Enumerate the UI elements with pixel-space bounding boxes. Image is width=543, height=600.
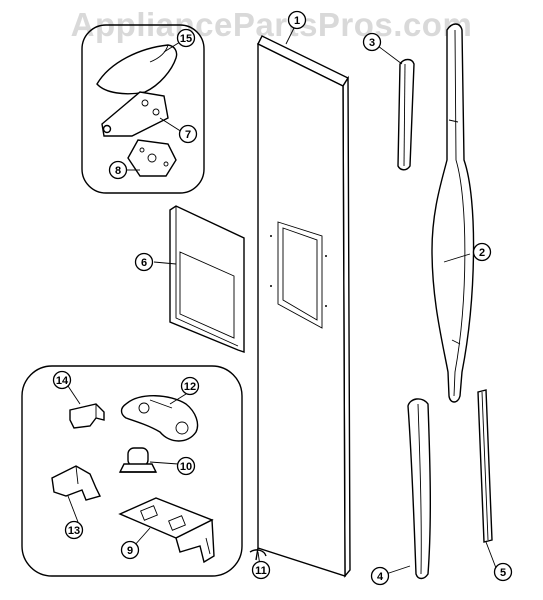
- callout-top-hinge-plate: 7: [178, 124, 198, 144]
- callout-circle: [493, 562, 513, 582]
- callout-circle: [120, 540, 140, 560]
- fresh-food-door-part: [257, 35, 351, 578]
- top-hinge-group: [81, 24, 205, 194]
- callout-handle-trim-top: 3: [362, 32, 382, 52]
- callout-number: 1: [294, 15, 300, 27]
- callout-circle: [176, 28, 196, 48]
- callout-bottom-hinge-bracket: 9: [120, 540, 140, 560]
- callout-number: 10: [180, 461, 192, 473]
- door-handle-part: [431, 23, 475, 403]
- callout-door-stop-pin: 11: [251, 560, 271, 580]
- callout-hinge-cover: 15: [176, 28, 196, 48]
- callout-number: 13: [68, 525, 80, 537]
- callout-door-stop-bracket: 13: [64, 520, 84, 540]
- dispenser-cover-frame-part: [169, 205, 245, 353]
- callout-number: 2: [479, 247, 485, 259]
- callout-circle: [180, 376, 200, 396]
- callout-circle: [134, 252, 154, 272]
- callout-dispenser-cover-frame: 6: [134, 252, 154, 272]
- callout-number: 8: [115, 165, 121, 177]
- handle-trim-bottom-part: [407, 398, 432, 580]
- callout-number: 5: [500, 567, 506, 579]
- callout-circle: [287, 10, 307, 30]
- callout-number: 3: [369, 37, 375, 49]
- callout-circle: [108, 160, 128, 180]
- hinge-pin-part: [118, 447, 158, 473]
- callout-hinge-shim: 8: [108, 160, 128, 180]
- leader-lines: [67, 25, 497, 575]
- callout-circle: [64, 520, 84, 540]
- callout-circle: [362, 32, 382, 52]
- callout-circle: [251, 560, 271, 580]
- handle-trim-top-part: [397, 58, 415, 171]
- callout-number: 14: [56, 375, 69, 387]
- callout-number: 12: [184, 381, 196, 393]
- callout-door-closer-cam: 12: [180, 376, 200, 396]
- callout-door-gasket-strip: 5: [493, 562, 513, 582]
- callout-circle: [52, 370, 72, 390]
- bottom-hinge-bracket-part: [118, 497, 215, 564]
- stop-clip-part: [69, 403, 105, 429]
- hinge-cover-part: [96, 44, 178, 95]
- door-closer-cam-part: [120, 395, 199, 442]
- bottom-hinge-group: [21, 365, 243, 577]
- callout-handle-trim-bottom: 4: [370, 566, 390, 586]
- callout-number: 4: [377, 571, 384, 583]
- door-gasket-strip-part: [477, 389, 493, 543]
- callout-number: 11: [255, 565, 267, 577]
- callout-number: 6: [141, 257, 147, 269]
- door-stop-bracket-part: [51, 465, 102, 501]
- callout-door-handle: 2: [472, 242, 492, 262]
- callout-number: 15: [180, 33, 192, 45]
- callout-hinge-pin: 10: [176, 456, 196, 476]
- callout-circle: [370, 566, 390, 586]
- door-stop-pin-part: [249, 547, 267, 561]
- top-hinge-plate-part: [101, 91, 169, 137]
- callout-number: 9: [127, 545, 133, 557]
- callout-number: 7: [185, 129, 191, 141]
- callout-fresh-food-door: 1: [287, 10, 307, 30]
- callout-circle: [176, 456, 196, 476]
- callout-circle: [472, 242, 492, 262]
- callout-stop-clip: 14: [52, 370, 72, 390]
- hinge-shim-part: [127, 139, 177, 177]
- callout-circle: [178, 124, 198, 144]
